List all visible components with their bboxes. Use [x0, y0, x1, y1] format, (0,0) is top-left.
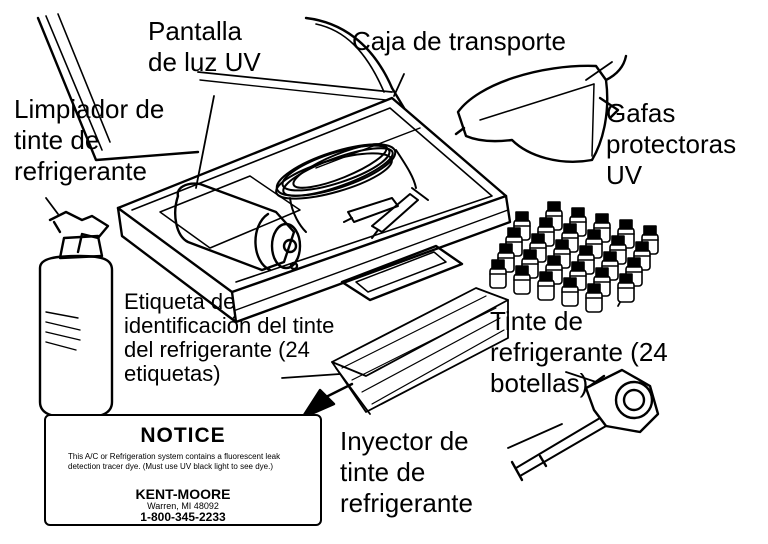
label-cleaner: Limpiador de tinte de refrigerante [14, 94, 165, 186]
carrying-case [36, 13, 512, 324]
dye-injector [510, 368, 660, 482]
dye-bottle [561, 277, 579, 307]
notice-brand: KENT-MOORE [135, 486, 231, 502]
uv-goggles [454, 54, 628, 163]
dye-bottle [617, 273, 635, 303]
notice-body: This A/C or Refrigeration system contain… [68, 452, 281, 471]
notice-phone: 1-800-345-2233 [140, 510, 226, 524]
label-uv-light: Pantalla de luz UV [148, 16, 261, 77]
dye-bottle [537, 271, 555, 301]
dye-bottle [585, 283, 603, 313]
dye-bottles [489, 201, 659, 313]
label-carrying-case: Caja de transporte [352, 26, 566, 56]
spray-bottle [38, 210, 114, 420]
dye-bottle [489, 259, 507, 289]
dye-bottle [577, 245, 595, 275]
notice-label: NOTICE This A/C or Refrigeration system … [44, 414, 322, 526]
notice-title: NOTICE [140, 424, 226, 447]
id-label-sheets [331, 287, 509, 415]
notice-city: Warren, MI 48092 [147, 501, 219, 511]
label-injector: Inyector de tinte de refrigerante [340, 426, 473, 518]
label-goggles: Gafas protectoras UV [606, 98, 737, 190]
uv-lamp [174, 182, 302, 272]
alligator-clips [343, 187, 429, 239]
label-dye-bottles: Tinte de refrigerante (24 botellas) [490, 306, 668, 398]
label-id-label: Etiqueta de identificación del tinte del… [124, 289, 335, 386]
dye-bottle [513, 265, 531, 295]
coiled-cable [275, 143, 417, 233]
notice-arrow [300, 382, 354, 420]
